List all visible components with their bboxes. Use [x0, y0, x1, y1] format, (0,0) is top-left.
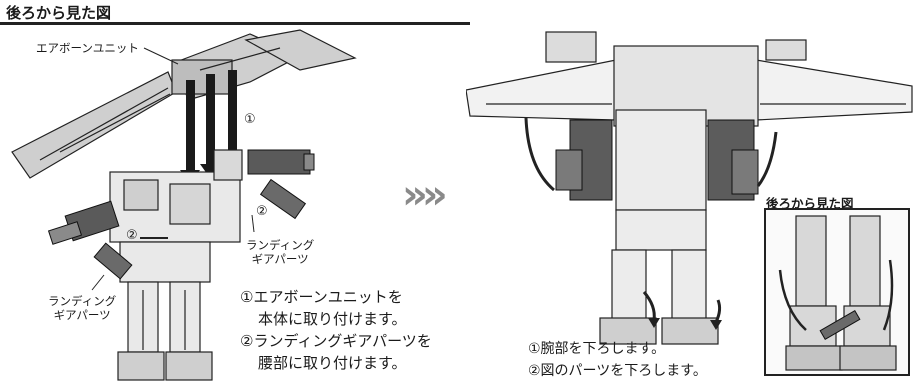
right-step-2: ②図のパーツを下ろします。	[528, 363, 707, 379]
landing-gear-label-left: ランディング ギアパーツ	[48, 294, 116, 322]
robot-assembly-illustration	[11, 29, 357, 381]
inset-view	[764, 208, 910, 376]
inset-illustration	[778, 215, 897, 371]
left-view-title: 後ろから見た図	[6, 4, 112, 22]
landing-gear-label-left-line2: ギアパーツ	[53, 308, 111, 322]
landing-gear-label-left-line1: ランディング	[48, 294, 117, 308]
lowered-arms	[555, 119, 759, 201]
right-step-1: ①腕部を下ろします。	[528, 341, 666, 357]
robot-arms-lowered-illustration	[466, 31, 913, 345]
landing-gear-label-right-line1: ランディング	[246, 238, 315, 252]
landing-gear-label-right-line2: ギアパーツ	[251, 252, 309, 266]
step-marker-1: ①	[244, 112, 256, 127]
left-steps: ①エアボーンユニットを 本体に取り付けます。 ②ランディングギアパーツを 腰部に…	[240, 286, 432, 374]
left-step-1-line2: 本体に取り付けます。	[258, 310, 407, 328]
left-step-2-line1: ②ランディングギアパーツを	[240, 332, 432, 350]
transition-arrow-icon: »»	[402, 172, 448, 218]
rotation-arrows	[524, 117, 778, 192]
landing-gear-label-right: ランディング ギアパーツ	[246, 238, 314, 266]
landing-gear-parts	[93, 178, 307, 280]
step-marker-2-left: ②	[126, 228, 138, 243]
right-cannon	[247, 149, 315, 175]
airborne-unit-label: エアボーンユニット	[36, 41, 139, 55]
left-step-2-line2: 腰部に取り付けます。	[258, 354, 407, 372]
right-steps: ①腕部を下ろします。 ②図のパーツを下ろします。	[528, 338, 707, 382]
left-step-1-line1: ①エアボーンユニットを	[240, 288, 403, 306]
inset-title: 後ろから見た図	[766, 196, 854, 211]
robot-body-right	[599, 109, 719, 345]
title-underline	[0, 22, 470, 25]
left-cannon	[47, 200, 120, 245]
step-marker-2-right: ②	[256, 204, 268, 219]
